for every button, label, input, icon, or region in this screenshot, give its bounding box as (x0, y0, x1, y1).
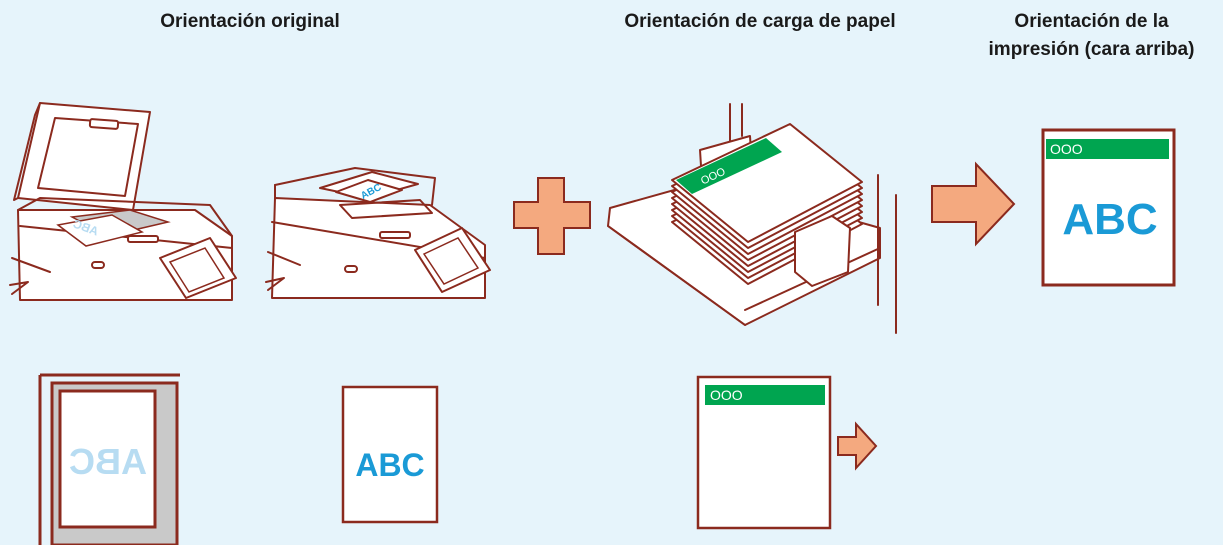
loading-page-circles: OOO (710, 387, 743, 403)
heading-print-line2: impresión (cara arriba) (988, 39, 1195, 60)
heading-original-orientation: Orientación original (160, 11, 340, 32)
flatbed-scanner-icon: ABC (9, 102, 237, 301)
right-arrow-icon (931, 161, 1016, 247)
printed-page-circles: OOO (1050, 141, 1083, 157)
original-in-adf: ABC (341, 385, 439, 524)
heading-paper-load-orientation: Orientación de carga de papel (624, 11, 896, 32)
plus-icon (513, 177, 591, 255)
original-on-glass: ABC (38, 373, 180, 545)
small-right-arrow-icon (837, 421, 878, 471)
adf-page-abc: ABC (355, 447, 424, 483)
adf-scanner-icon: ABC (265, 167, 491, 299)
glass-abc-mirrored: ABC (69, 441, 147, 482)
loading-page: OOO (696, 375, 832, 530)
printed-page-abc: ABC (1062, 195, 1157, 244)
heading-print-orientation: Orientación de la impresión (cara arriba… (960, 8, 1223, 64)
heading-print-line1: Orientación de la (1014, 11, 1169, 32)
paper-tray-icon: OOO (607, 103, 897, 334)
printed-page: OOO ABC (1041, 128, 1176, 287)
